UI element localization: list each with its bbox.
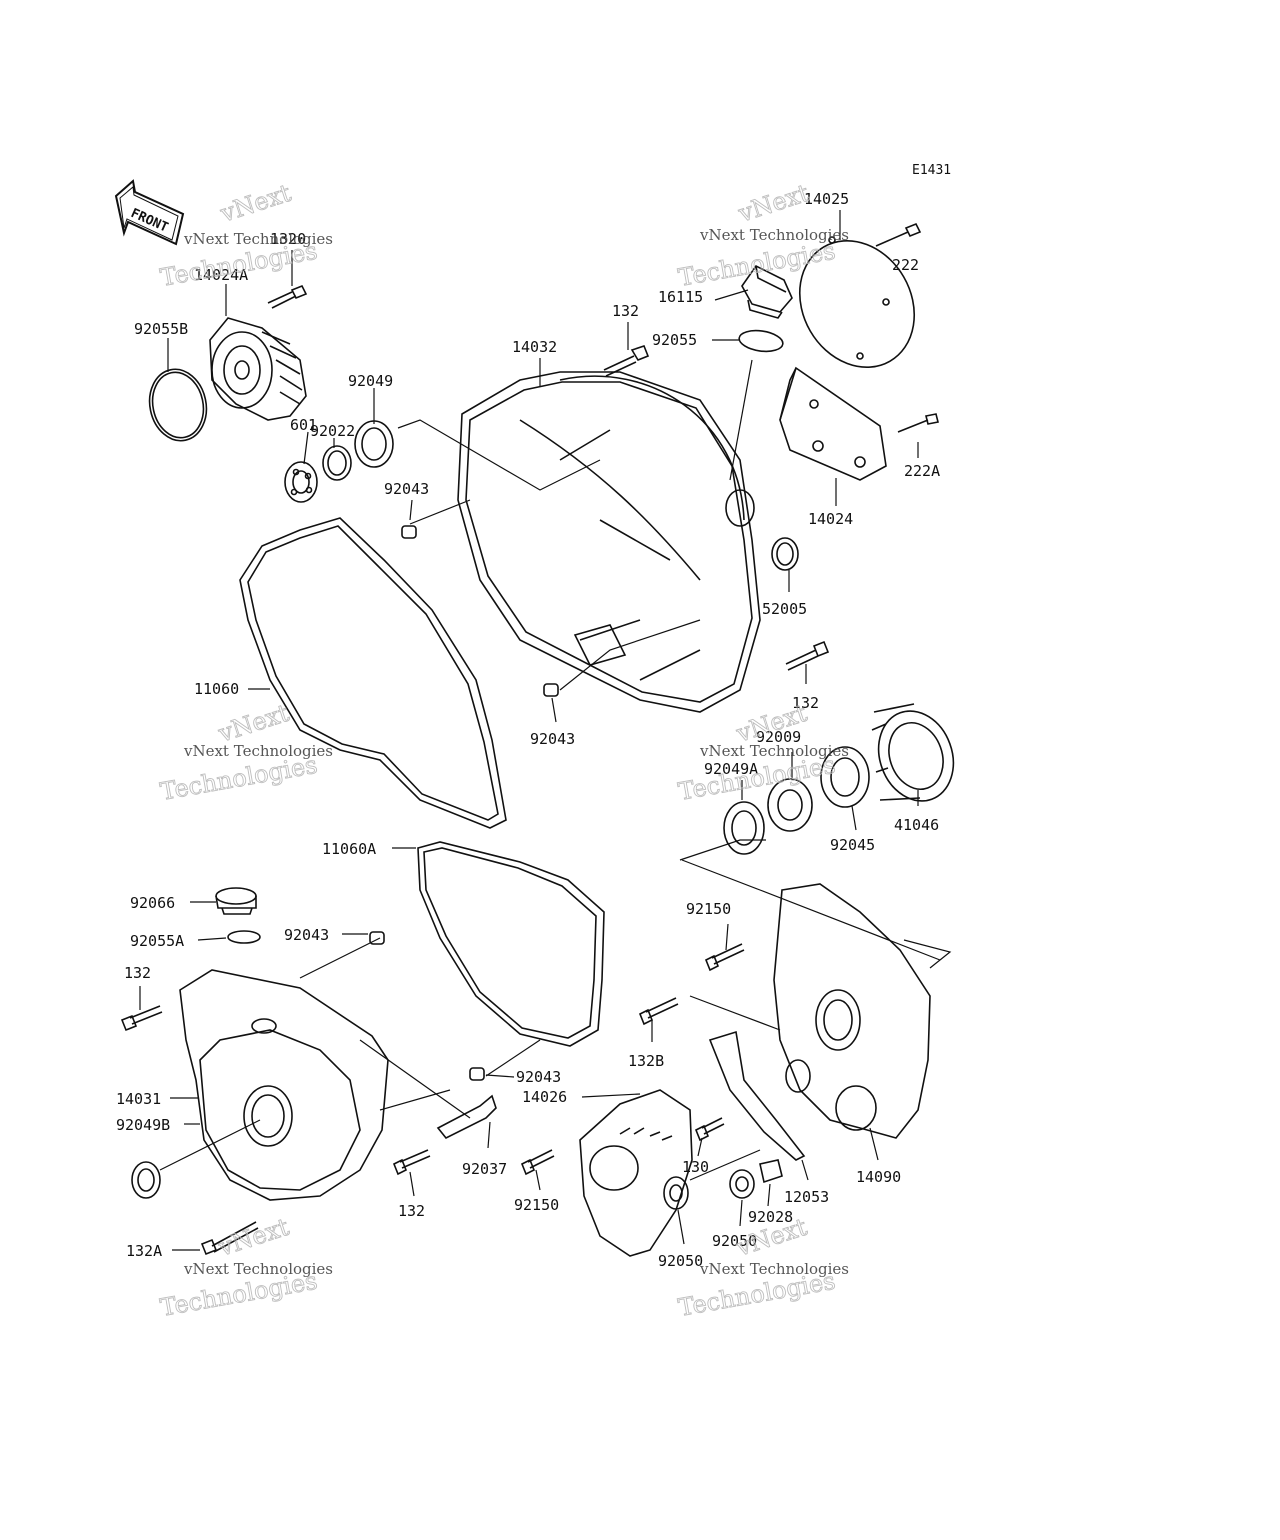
part-label: 130 bbox=[682, 1158, 709, 1176]
part-label: 132 bbox=[792, 694, 819, 712]
watermark-bottom-right: vNext vNext Technologies Technologies bbox=[676, 1212, 849, 1322]
part-label: 92043 bbox=[284, 926, 329, 944]
part-label: 92055B bbox=[134, 320, 188, 338]
watermark-text: vNext Technologies bbox=[699, 226, 849, 244]
watermark-mid-left: vNext vNext Technologies Technologies bbox=[158, 698, 333, 806]
watermark-brand: vNext bbox=[214, 1213, 292, 1262]
watermark-brand: vNext bbox=[214, 699, 292, 748]
part-drawings bbox=[120, 222, 955, 1257]
o-ring-icon bbox=[148, 368, 208, 442]
left-cover-icon bbox=[179, 969, 389, 1201]
part-label: 132B bbox=[628, 1052, 664, 1070]
small-gasket-icon bbox=[417, 841, 605, 1047]
watermark-brand: vNext bbox=[734, 179, 812, 228]
chain-guide-icon bbox=[708, 1030, 806, 1161]
part-label: 14031 bbox=[116, 1090, 161, 1108]
part-label: 92050 bbox=[712, 1232, 757, 1250]
part-label: 14026 bbox=[522, 1088, 567, 1106]
part-label: 92049A bbox=[704, 760, 758, 778]
part-label: 92043 bbox=[516, 1068, 561, 1086]
watermark-text: vNext Technologies bbox=[183, 230, 333, 248]
part-label: 14024A bbox=[194, 266, 248, 284]
leader-lines bbox=[139, 210, 952, 1251]
part-label: 92050 bbox=[658, 1252, 703, 1270]
part-label: 14090 bbox=[856, 1168, 901, 1186]
part-label: 132 bbox=[398, 1202, 425, 1220]
watermark-brand: vNext bbox=[216, 179, 294, 228]
part-label: 92066 bbox=[130, 894, 175, 912]
part-label: 92043 bbox=[384, 480, 429, 498]
part-label: 92022 bbox=[310, 422, 355, 440]
watermark-bottom-left: vNext vNext Technologies Technologies bbox=[158, 1212, 333, 1322]
clutch-cover-icon bbox=[457, 371, 761, 713]
front-arrow-icon: FRONT bbox=[114, 179, 185, 246]
part-label: 41046 bbox=[894, 816, 939, 834]
part-label: 14025 bbox=[804, 190, 849, 208]
sprocket-cover-icon bbox=[579, 1089, 693, 1257]
gasket-icon bbox=[239, 517, 507, 829]
part-label: 92037 bbox=[462, 1160, 507, 1178]
part-label: 92028 bbox=[748, 1208, 793, 1226]
watermark-tech: Technologies bbox=[676, 237, 837, 292]
part-label: 14024 bbox=[808, 510, 853, 528]
plug-icon bbox=[215, 887, 257, 915]
round-cover-icon bbox=[798, 236, 916, 369]
part-label: 601 bbox=[290, 416, 317, 434]
part-label: 92009 bbox=[756, 728, 801, 746]
watermark-text: vNext Technologies bbox=[699, 1260, 849, 1278]
filler-cap-icon bbox=[741, 264, 793, 319]
diagram-code: E1431 bbox=[912, 163, 951, 178]
part-label: 222 bbox=[892, 256, 919, 274]
part-label: 92049 bbox=[348, 372, 393, 390]
watermark-text: vNext Technologies bbox=[699, 742, 849, 760]
part-label: 92055 bbox=[652, 331, 697, 349]
watermark-text: vNext Technologies bbox=[183, 742, 333, 760]
watermark-text: vNext Technologies bbox=[183, 1260, 333, 1278]
bearing-icon bbox=[284, 461, 318, 503]
part-label: 1320 bbox=[270, 230, 306, 248]
starter-cover-icon bbox=[773, 883, 931, 1139]
part-label: 132 bbox=[124, 964, 151, 982]
bolt-icon bbox=[267, 284, 308, 309]
part-label: 132A bbox=[126, 1242, 162, 1260]
part-label: 92150 bbox=[514, 1196, 559, 1214]
part-label: 92055A bbox=[130, 932, 184, 950]
part-label: 222A bbox=[904, 462, 940, 480]
part-label: 16115 bbox=[658, 288, 703, 306]
part-label: 92049B bbox=[116, 1116, 170, 1134]
part-label: 92045 bbox=[830, 836, 875, 854]
washer-icon bbox=[322, 445, 352, 481]
part-label: 11060A bbox=[322, 840, 376, 858]
watermark-top-left: vNext vNext Technologies Technologies bbox=[158, 178, 333, 292]
dowel-pin-icon bbox=[401, 525, 417, 539]
part-label: 52005 bbox=[762, 600, 807, 618]
part-label: 12053 bbox=[784, 1188, 829, 1206]
part-label: 92150 bbox=[686, 900, 731, 918]
part-labels: 1320 14024A 92055B 14025 222 16115 132 9… bbox=[116, 190, 940, 1270]
part-label: 14032 bbox=[512, 338, 557, 356]
bracket-icon bbox=[779, 366, 887, 481]
part-label: 11060 bbox=[194, 680, 239, 698]
part-label: 132 bbox=[612, 302, 639, 320]
pump-cover-icon bbox=[209, 317, 307, 421]
part-label: 92043 bbox=[530, 730, 575, 748]
starter-housing-icon bbox=[871, 703, 955, 802]
